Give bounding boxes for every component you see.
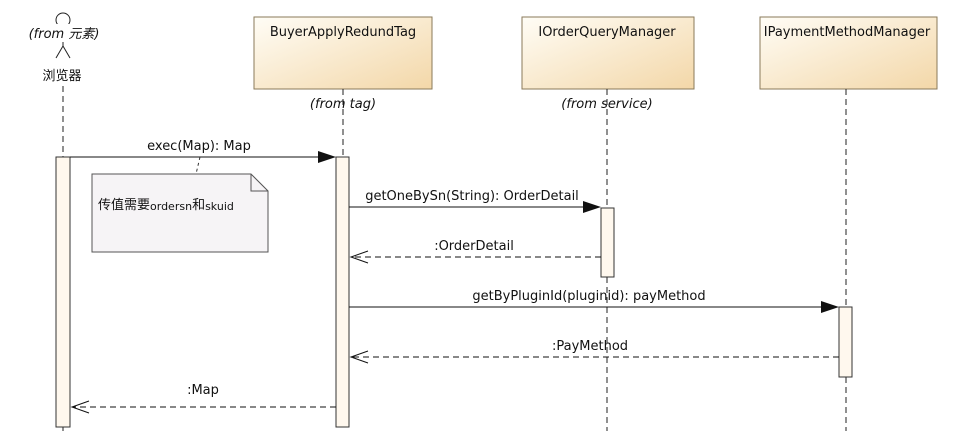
message-label: exec(Map): Map <box>147 139 251 154</box>
note-text-join: 和 <box>192 198 205 213</box>
note-text-skuid: skuid <box>205 200 234 213</box>
message-exec[interactable]: exec(Map): Map <box>70 139 336 163</box>
open-arrowhead-icon <box>349 250 369 264</box>
participant-buyer-apply-redund-tag[interactable]: BuyerApplyRedundTag <box>253 16 433 90</box>
open-arrowhead-icon <box>349 350 369 364</box>
participant-iorder-query-manager[interactable]: IOrderQueryManager <box>521 16 695 90</box>
open-arrowhead-icon <box>70 400 90 414</box>
message-return-pay-method[interactable]: :PayMethod <box>349 339 839 364</box>
message-return-map[interactable]: :Map <box>70 383 336 414</box>
participant-ipayment-method-manager[interactable]: IPaymentMethodManager <box>759 16 938 90</box>
note[interactable]: 传值需要ordersn和skuid <box>91 156 269 253</box>
note-connector <box>195 156 201 175</box>
activation-payment-method <box>838 306 853 378</box>
note-text-ordersn: ordersn <box>150 200 192 213</box>
actor-browser: (from 元素) 浏览器 <box>26 12 102 84</box>
activation-browser <box>55 156 71 428</box>
message-return-order-detail[interactable]: :OrderDetail <box>349 239 601 264</box>
actor-name: 浏览器 <box>42 68 81 84</box>
arrowhead-icon <box>821 301 839 313</box>
message-label: getByPluginId(pluginid): payMethod <box>472 289 705 304</box>
participant-name: IOrderQueryManager <box>538 25 676 40</box>
message-label: getOneBySn(String): OrderDetail <box>365 189 579 204</box>
note-text-main: 传值需要 <box>98 197 150 213</box>
arrowhead-icon <box>583 201 601 213</box>
activation-order-query <box>600 207 615 278</box>
message-get-by-plugin-id[interactable]: getByPluginId(pluginid): payMethod <box>349 289 839 313</box>
actor-stereotype: (from 元素) <box>29 27 100 42</box>
message-label: :PayMethod <box>552 339 628 354</box>
activation-buyer-apply <box>335 156 350 428</box>
participant-name: IPaymentMethodManager <box>764 25 931 40</box>
participant-name: BuyerApplyRedundTag <box>270 25 416 40</box>
arrowhead-icon <box>318 151 336 163</box>
message-get-one-by-sn[interactable]: getOneBySn(String): OrderDetail <box>349 189 601 213</box>
message-label: :Map <box>187 383 219 398</box>
note-text: 传值需要ordersn和skuid <box>98 197 234 213</box>
message-label: :OrderDetail <box>434 239 514 254</box>
